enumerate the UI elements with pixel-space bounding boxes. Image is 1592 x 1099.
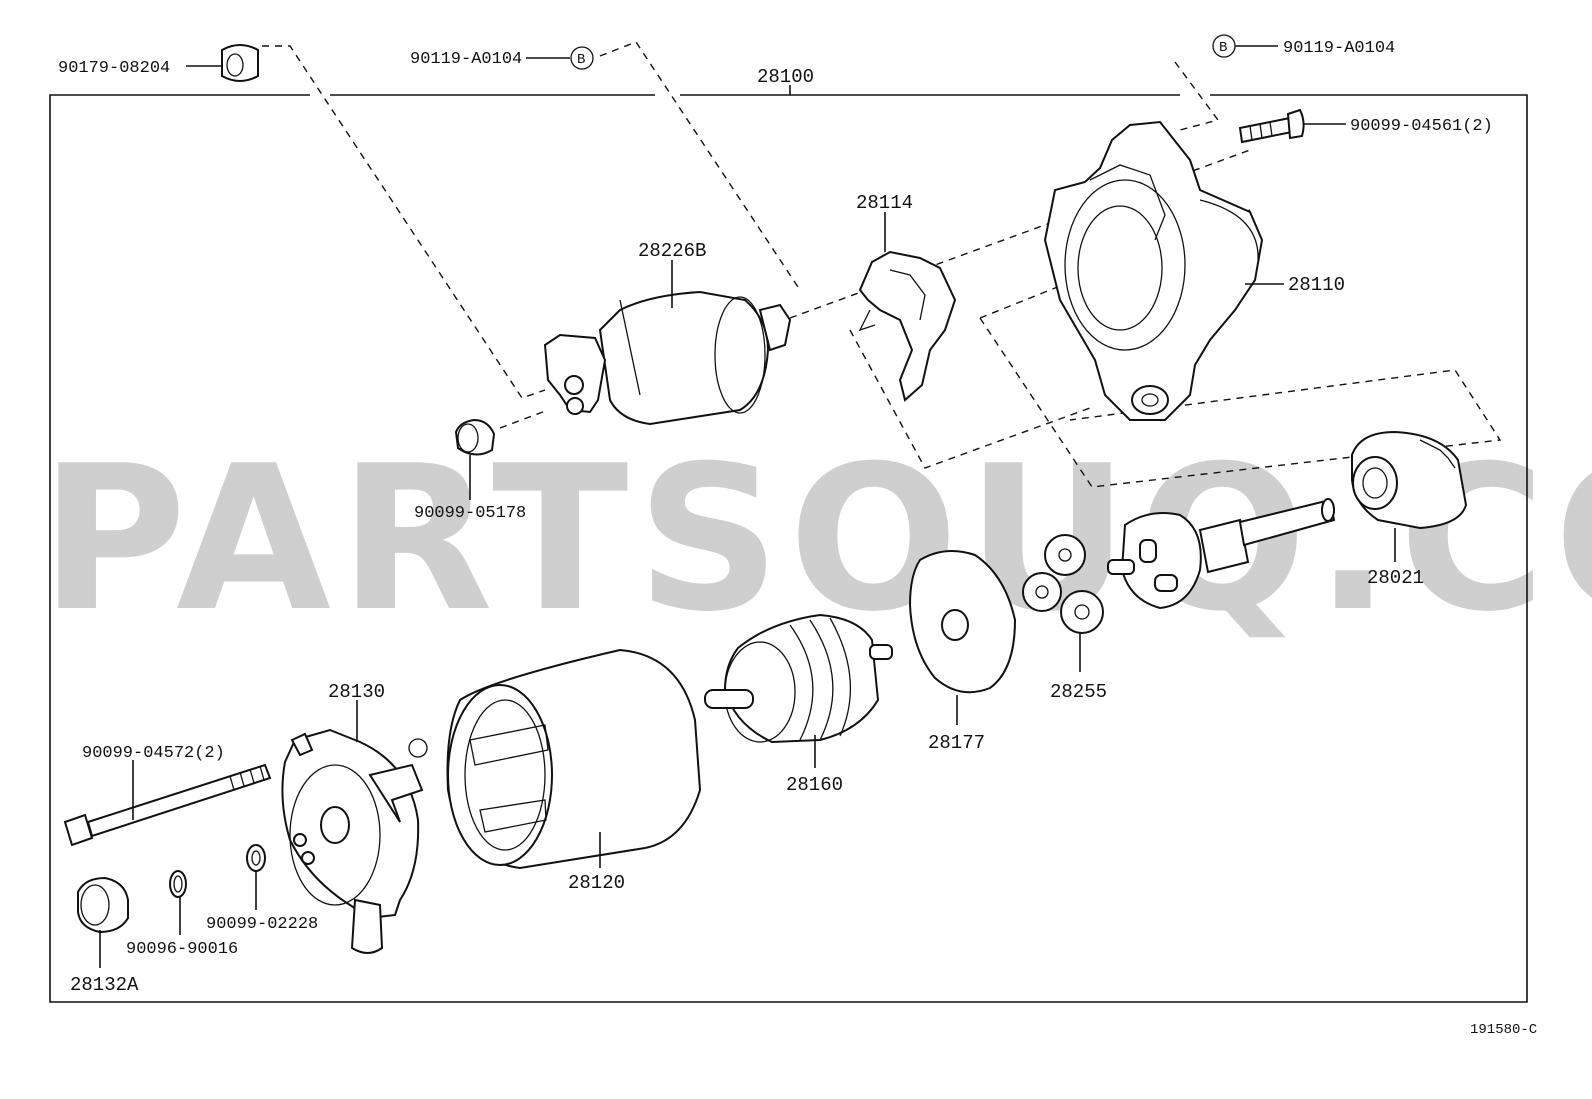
part-90119-A0104-left[interactable]: 90119-A0104 B xyxy=(410,46,594,70)
part-90099-04572[interactable]: 90099-04572(2) xyxy=(63,744,272,847)
label-90096-90016[interactable]: 90096-90016 xyxy=(126,940,238,959)
part-28130[interactable]: 28130 xyxy=(281,681,428,954)
part-28255[interactable]: 28255 xyxy=(1022,534,1107,703)
label-28132A[interactable]: 28132A xyxy=(70,974,139,996)
part-90099-02228[interactable]: 90099-02228 xyxy=(206,844,318,934)
part-90119-A0104-right[interactable]: B 90119-A0104 xyxy=(1212,34,1395,58)
label-28110[interactable]: 28110 xyxy=(1288,274,1345,296)
part-28226B[interactable]: 28226B xyxy=(543,240,792,426)
label-90119-A0104-right[interactable]: 90119-A0104 xyxy=(1283,39,1395,58)
planetary-shaft-assembly xyxy=(1107,498,1336,610)
label-90119-A0104-left[interactable]: 90119-A0104 xyxy=(410,50,522,69)
part-90179-08204[interactable]: 90179-08204 xyxy=(58,44,259,82)
assembly-frame: 28100 xyxy=(49,66,1528,1003)
part-90099-05178[interactable]: 90099-05178 xyxy=(414,418,526,523)
marker-b-left: B xyxy=(577,52,585,68)
label-90179-08204[interactable]: 90179-08204 xyxy=(58,59,170,78)
label-28120[interactable]: 28120 xyxy=(568,872,625,894)
part-28177[interactable]: 28177 xyxy=(908,550,1017,754)
part-28110[interactable]: 28110 xyxy=(1043,120,1345,421)
part-28021[interactable]: 28021 xyxy=(1351,430,1468,589)
label-28255[interactable]: 28255 xyxy=(1050,681,1107,703)
label-28114[interactable]: 28114 xyxy=(856,192,913,214)
label-90099-02228[interactable]: 90099-02228 xyxy=(206,915,318,934)
label-28021[interactable]: 28021 xyxy=(1367,567,1424,589)
diagram-code: 191580-C xyxy=(1470,1022,1537,1038)
label-28160[interactable]: 28160 xyxy=(786,774,843,796)
label-28226B[interactable]: 28226B xyxy=(638,240,706,262)
label-90099-05178[interactable]: 90099-05178 xyxy=(414,504,526,523)
assembly-number-label[interactable]: 28100 xyxy=(757,66,814,88)
part-28132A[interactable]: 28132A xyxy=(70,876,139,996)
part-28160[interactable]: 28160 xyxy=(704,613,893,796)
part-90096-90016[interactable]: 90096-90016 xyxy=(126,870,238,959)
part-90099-04561[interactable]: 90099-04561(2) xyxy=(1238,108,1493,144)
part-28114[interactable]: 28114 xyxy=(856,192,957,402)
label-28130[interactable]: 28130 xyxy=(328,681,385,703)
part-28120[interactable]: 28120 xyxy=(446,648,702,894)
label-28177[interactable]: 28177 xyxy=(928,732,985,754)
marker-b-right: B xyxy=(1219,40,1227,56)
label-90099-04561[interactable]: 90099-04561(2) xyxy=(1350,117,1493,136)
label-90099-04572[interactable]: 90099-04572(2) xyxy=(82,744,225,763)
